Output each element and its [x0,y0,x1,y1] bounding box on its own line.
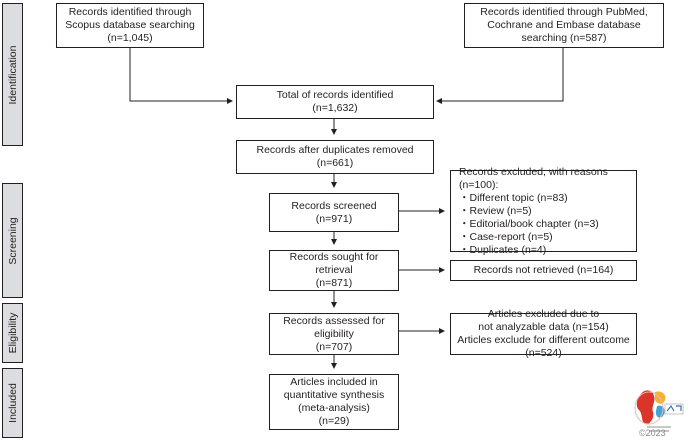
excluded-item: ・Duplicates (n=4) [459,243,547,256]
box-scopus-records: Records identified through Scopus databa… [56,3,204,48]
box-pubmed-records: Records identified through PubMed, Cochr… [464,3,664,48]
excluded-item: ・Review (n=5) [459,204,532,217]
box-after-duplicates: Records after duplicates removed (n=661) [236,140,434,174]
excluded-item: ・Different topic (n=83) [459,191,568,204]
excluded-item: ・Editorial/book chapter (n=3) [459,217,599,230]
copyright-text: ©2023 [639,428,666,438]
stage-screening: Screening [2,183,23,298]
box-articles-excluded: Articles excluded due to not analyzable … [450,308,637,359]
box-records-screened: Records screened (n=971) [269,193,399,232]
arrow-pubmed-to-total [436,48,564,104]
arrow-scopus-to-total [129,48,233,104]
box-records-excluded: Records excluded, with reasons (n=100): … [450,166,637,256]
box-articles-included: Articles included in quantitative synthe… [269,374,399,430]
box-not-retrieved: Records not retrieved (n=164) [450,260,637,281]
box-sought-for-retrieval: Records sought for retrieval (n=871) [269,250,399,291]
stage-identification: Identification [2,3,23,146]
box-assessed-eligibility: Records assessed for eligibility (n=707) [269,313,399,355]
stage-eligibility: Eligibility [2,303,23,363]
box-total-records: Total of records identified (n=1,632) [236,85,434,119]
journal-logo-icon [634,390,684,432]
stage-included: Included [2,368,23,438]
excluded-item: ・Case-report (n=5) [459,230,553,243]
